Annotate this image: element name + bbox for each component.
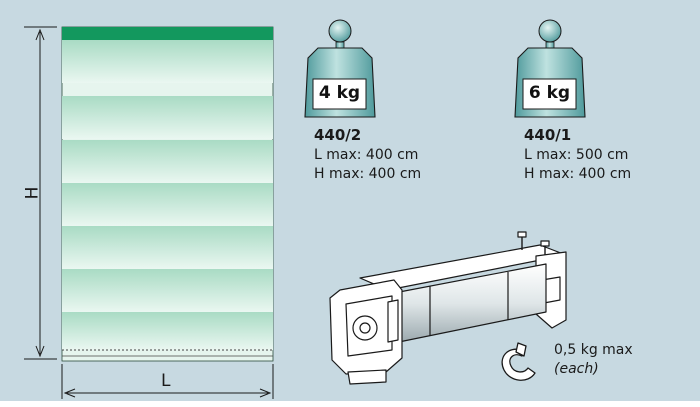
height-label: H <box>22 186 43 200</box>
model-code: 440/1 <box>524 126 572 144</box>
panel-band <box>62 226 273 269</box>
width-dimension-line <box>61 364 274 399</box>
accessory-max-load: 0,5 kg max <box>554 342 633 358</box>
weight-label: 6 kg <box>528 83 571 103</box>
panel-band <box>62 40 273 83</box>
model-h-max: H max: 400 cm <box>524 166 632 182</box>
panel-band <box>62 140 273 183</box>
bottom-edge-strip <box>0 401 700 407</box>
blind-panel <box>61 26 274 362</box>
panel-top-bar <box>62 27 273 40</box>
panel-band <box>62 312 273 350</box>
model-code: 440/2 <box>314 126 362 144</box>
width-label: L <box>161 371 171 391</box>
model-l-max: L max: 500 cm <box>524 147 629 163</box>
weight-label: 4 kg <box>318 83 361 103</box>
clip-icon <box>501 342 536 381</box>
panel-band <box>62 183 273 226</box>
accessory-qualifier: (each) <box>554 361 599 377</box>
model-l-max: L max: 400 cm <box>314 147 419 163</box>
roller-mechanism-icon <box>329 231 567 385</box>
weight-icon <box>304 19 376 118</box>
panel-band <box>62 96 273 139</box>
height-dimension-line <box>24 26 57 360</box>
model-h-max: H max: 400 cm <box>314 166 422 182</box>
panel-band <box>62 269 273 312</box>
weight-icon <box>514 19 586 118</box>
